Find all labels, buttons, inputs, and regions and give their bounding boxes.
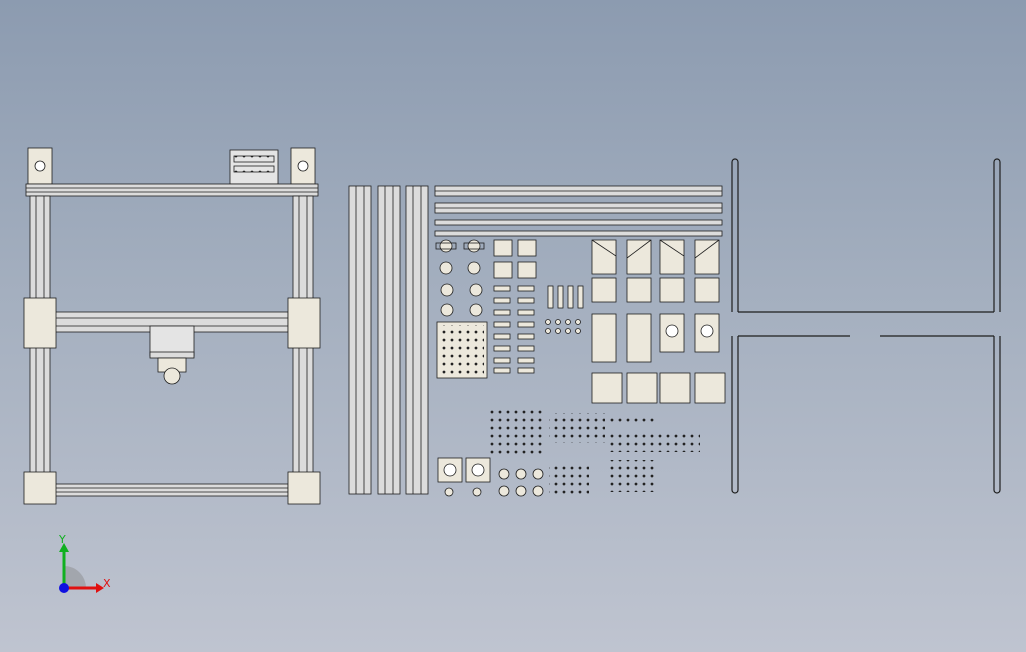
z-axis-origin <box>59 583 69 593</box>
spacer-blocks <box>493 239 537 279</box>
bottom-right-plate <box>287 471 321 505</box>
hardware-screws[interactable] <box>488 406 700 494</box>
bottom-left-plate <box>23 471 57 505</box>
spindle-carriage <box>149 325 195 357</box>
vertical-extrusions[interactable] <box>348 185 429 495</box>
triad-plane-indicator <box>64 566 86 588</box>
top-rail <box>25 183 319 197</box>
short-spacers <box>493 285 535 374</box>
bottom-rail <box>53 483 289 497</box>
gantry-left-plate <box>23 297 57 349</box>
assembled-frame[interactable] <box>23 147 321 505</box>
small-parts[interactable] <box>435 239 584 379</box>
gantry-right-plate <box>287 297 321 349</box>
standoffs <box>545 285 584 334</box>
stepper-motors-loose[interactable] <box>437 457 544 497</box>
v-wheels <box>435 239 485 275</box>
spindle-head <box>163 367 181 385</box>
coordinate-triad: X Y <box>58 533 111 593</box>
mounting-plates[interactable] <box>591 239 726 404</box>
y-axis-label: Y <box>58 533 66 546</box>
belt-frame-outline[interactable] <box>731 158 1001 494</box>
horizontal-extrusions[interactable] <box>434 185 723 237</box>
x-axis-label: X <box>103 577 111 590</box>
fan-parts <box>440 283 483 317</box>
